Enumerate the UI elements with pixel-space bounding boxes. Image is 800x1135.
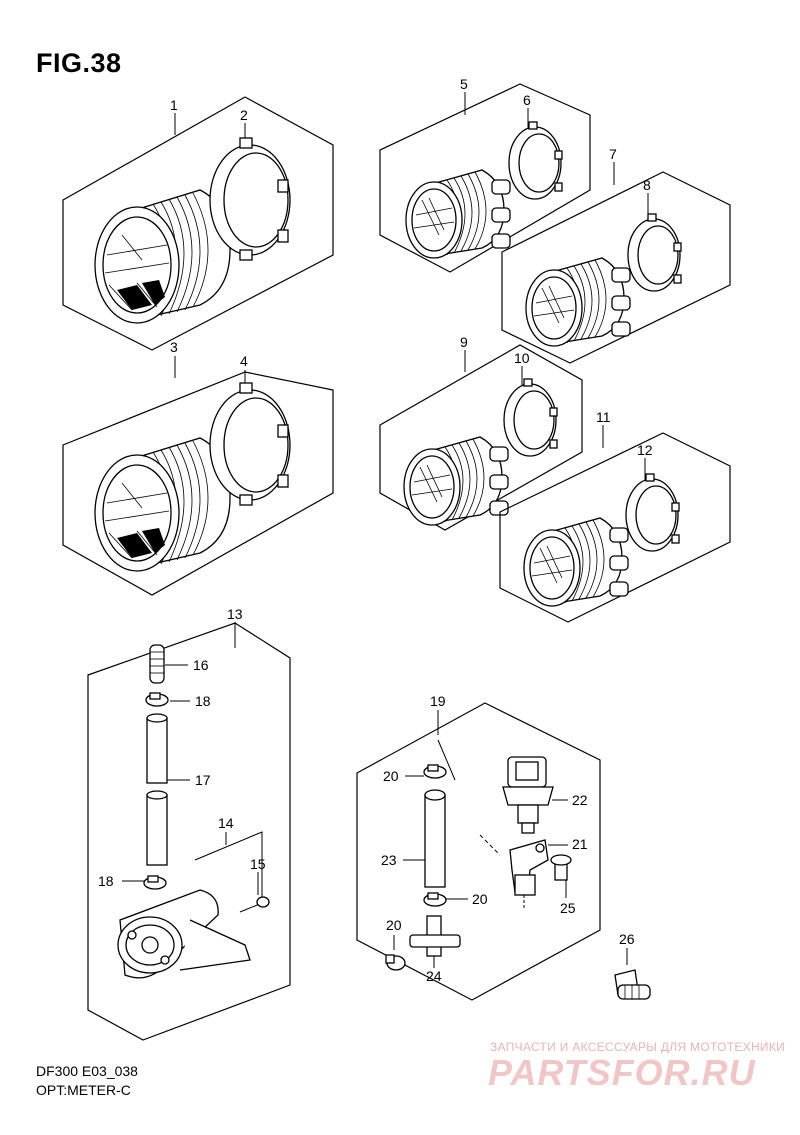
callout-17: 17 bbox=[195, 772, 211, 788]
watermark-tagline: ЗАПЧАСТИ И АКСЕССУАРЫ ДЛЯ МОТОТЕХНИКИ bbox=[490, 1040, 786, 1054]
pitot-pickup-14 bbox=[117, 831, 263, 979]
group-box-7 bbox=[501, 171, 731, 364]
meter-face-9 bbox=[403, 448, 461, 526]
callout-25: 25 bbox=[560, 900, 576, 916]
callout-6: 6 bbox=[523, 92, 531, 108]
callout-23: 23 bbox=[381, 852, 397, 868]
meter-ring-6 bbox=[508, 121, 563, 200]
clamp-20-middle bbox=[423, 892, 468, 907]
hose-17 bbox=[146, 713, 190, 866]
clamp-18-bottom bbox=[122, 875, 167, 890]
meter-face-7 bbox=[525, 269, 583, 347]
callout-3: 3 bbox=[170, 339, 178, 355]
meter-ring-8 bbox=[627, 213, 682, 292]
callout-12: 12 bbox=[637, 442, 653, 458]
callout-24: 24 bbox=[426, 968, 442, 984]
callout-15: 15 bbox=[250, 856, 266, 872]
hose-23 bbox=[403, 789, 446, 888]
callout-19: 19 bbox=[430, 693, 446, 709]
callout-26: 26 bbox=[619, 931, 635, 947]
meter-ring-12 bbox=[625, 473, 680, 552]
callout-8: 8 bbox=[643, 177, 651, 193]
bolt-25 bbox=[550, 854, 572, 898]
group-box-11 bbox=[499, 432, 731, 623]
group-box-5 bbox=[379, 83, 591, 273]
callout-20-upper: 20 bbox=[383, 768, 399, 784]
group-box-1 bbox=[62, 96, 334, 351]
nozzle-16 bbox=[149, 644, 188, 684]
callout-20-middle: 20 bbox=[472, 891, 488, 907]
callout-7: 7 bbox=[609, 146, 617, 162]
meter-face-11 bbox=[523, 529, 581, 607]
clamp-18-top bbox=[145, 692, 190, 707]
watermark-logo: PARTSFOR.RU bbox=[488, 1052, 756, 1093]
group-box-13 bbox=[87, 622, 291, 1041]
figure-title: FIG.38 bbox=[36, 48, 122, 78]
callout-16: 16 bbox=[193, 657, 209, 673]
callout-5: 5 bbox=[460, 76, 468, 92]
tee-fitting-24 bbox=[409, 915, 461, 968]
model-code: DF300 E03_038 bbox=[36, 1063, 138, 1079]
callout-1: 1 bbox=[170, 97, 178, 113]
callout-10: 10 bbox=[514, 350, 530, 366]
callout-9: 9 bbox=[460, 334, 468, 350]
section-label: OPT:METER-C bbox=[36, 1082, 131, 1098]
meter-face-3 bbox=[94, 454, 180, 572]
callout-18-top: 18 bbox=[195, 693, 211, 709]
clamp-20-upper bbox=[405, 764, 447, 779]
plug-26 bbox=[614, 948, 651, 1000]
callout-18-bottom: 18 bbox=[98, 873, 114, 889]
clamp-20-lower bbox=[385, 935, 406, 971]
callout-4: 4 bbox=[240, 353, 248, 369]
meter-ring-10 bbox=[503, 378, 558, 457]
bracket-21 bbox=[509, 839, 568, 910]
callout-21: 21 bbox=[572, 836, 588, 852]
meter-face-5 bbox=[405, 181, 463, 259]
group-box-19 bbox=[356, 702, 601, 1001]
meter-face-1 bbox=[94, 206, 180, 324]
pressure-sensor-22 bbox=[502, 756, 568, 834]
callout-13: 13 bbox=[227, 606, 243, 622]
callout-14: 14 bbox=[218, 815, 234, 831]
callout-20-lower: 20 bbox=[386, 917, 402, 933]
callout-11: 11 bbox=[596, 409, 611, 425]
callout-22: 22 bbox=[572, 792, 588, 808]
screw-15 bbox=[239, 872, 270, 913]
callout-2: 2 bbox=[240, 107, 248, 123]
group-box-9 bbox=[379, 344, 583, 531]
